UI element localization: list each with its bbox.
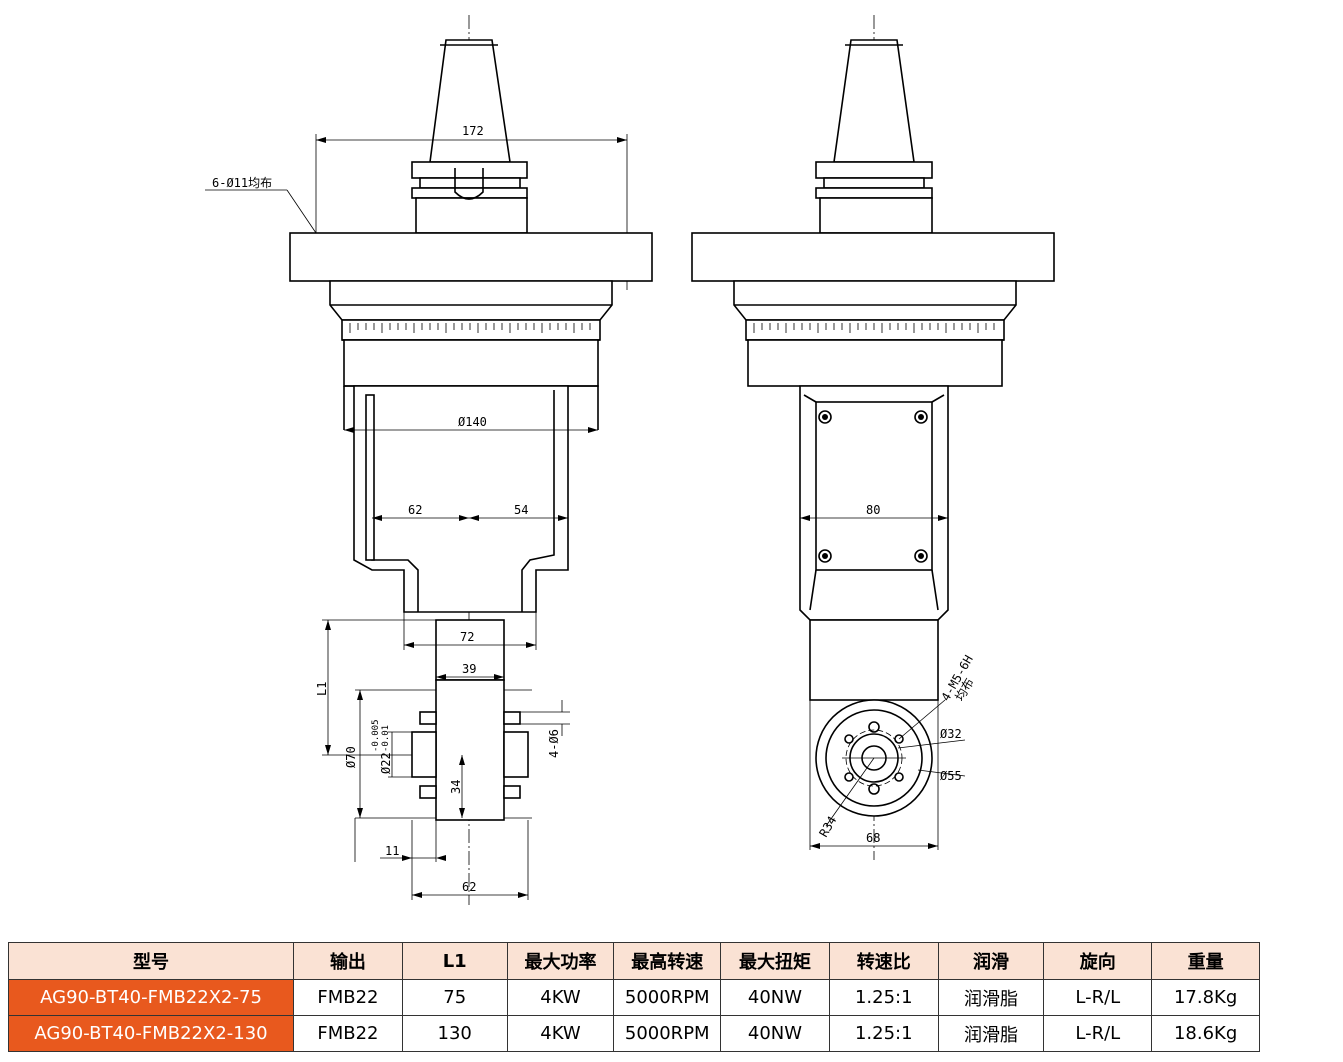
table-cell: 5000RPM xyxy=(613,1015,722,1052)
dim-22: Ø22 xyxy=(379,752,393,774)
dim-L1: L1 xyxy=(315,682,329,696)
model-cell: AG90-BT40-FMB22X2-130 xyxy=(7,1015,295,1052)
table-cell: L-R/L xyxy=(1043,1015,1153,1052)
dim-55: Ø55 xyxy=(940,769,962,783)
table-row: AG90-BT40-FMB22X2-75 FMB22 75 4KW 5000RP… xyxy=(7,979,1260,1016)
screw-heads xyxy=(818,410,928,563)
dim-172: 172 xyxy=(462,124,484,138)
table-cell: 4KW xyxy=(506,1015,615,1052)
table-cell: 17.8Kg xyxy=(1151,979,1260,1016)
technical-drawing: 172 6-Ø11均布 Ø140 62 54 xyxy=(205,15,1055,905)
dim-62-bottom: 62 xyxy=(462,880,476,894)
dim-62: 62 xyxy=(408,503,422,517)
table-cell: 润滑脂 xyxy=(937,979,1045,1016)
spec-table: 型号 输出 L1 最大功率 最高转速 最大扭矩 转速比 润滑 旋向 重量 AG9… xyxy=(7,942,1260,1052)
table-cell: 18.6Kg xyxy=(1151,1015,1260,1052)
dim-80: 80 xyxy=(866,503,880,517)
table-cell: L-R/L xyxy=(1043,979,1153,1016)
dim-34: 34 xyxy=(449,780,463,794)
table-cell: 40NW xyxy=(720,979,830,1016)
table-cell: 5000RPM xyxy=(613,979,722,1016)
table-row: AG90-BT40-FMB22X2-130 FMB22 130 4KW 5000… xyxy=(7,1015,1260,1052)
index-marks xyxy=(349,323,591,333)
table-cell: FMB22 xyxy=(293,979,403,1016)
header-cell: 重量 xyxy=(1151,942,1260,980)
table-cell: 40NW xyxy=(720,1015,830,1052)
table-cell: 1.25:1 xyxy=(828,1015,939,1052)
table-cell: 4KW xyxy=(506,979,615,1016)
table-cell: FMB22 xyxy=(293,1015,403,1052)
tol-upper: -0.005 xyxy=(371,719,381,752)
dim-54: 54 xyxy=(514,503,528,517)
header-cell: 最高转速 xyxy=(613,942,722,980)
index-marks-side xyxy=(753,323,995,333)
dim-11: 11 xyxy=(385,844,399,858)
model-cell: AG90-BT40-FMB22X2-75 xyxy=(7,979,295,1016)
header-cell: 旋向 xyxy=(1043,942,1153,980)
table-cell: 1.25:1 xyxy=(828,979,939,1016)
dim-70: Ø70 xyxy=(344,746,358,768)
table-cell: 润滑脂 xyxy=(937,1015,1045,1052)
header-cell: 输出 xyxy=(293,942,403,980)
note-6-holes: 6-Ø11均布 xyxy=(212,176,272,190)
header-cell: L1 xyxy=(401,942,508,980)
front-view: 172 6-Ø11均布 Ø140 62 54 xyxy=(205,15,653,905)
dim-68: 68 xyxy=(866,831,880,845)
header-cell: 转速比 xyxy=(828,942,939,980)
dim-72: 72 xyxy=(460,630,474,644)
header-cell: 最大功率 xyxy=(506,942,615,980)
table-cell: 130 xyxy=(401,1015,508,1052)
header-cell: 最大扭矩 xyxy=(720,942,830,980)
header-cell: 润滑 xyxy=(937,942,1045,980)
tol-lower: -0.01 xyxy=(381,725,391,752)
dim-4-6: 4-Ø6 xyxy=(547,729,561,758)
table-header-row: 型号 输出 L1 最大功率 最高转速 最大扭矩 转速比 润滑 旋向 重量 xyxy=(7,942,1260,980)
thread-holes xyxy=(844,721,904,795)
header-cell: 型号 xyxy=(7,942,295,980)
dim-140: Ø140 xyxy=(458,415,487,429)
dim-32: Ø32 xyxy=(940,727,962,741)
table-cell: 75 xyxy=(401,979,508,1016)
dim-39: 39 xyxy=(462,662,476,676)
dim-r34: R34 xyxy=(816,814,839,840)
side-view: 80 4-M5-6H 均布 Ø32 Ø55 R34 xyxy=(691,15,1055,860)
